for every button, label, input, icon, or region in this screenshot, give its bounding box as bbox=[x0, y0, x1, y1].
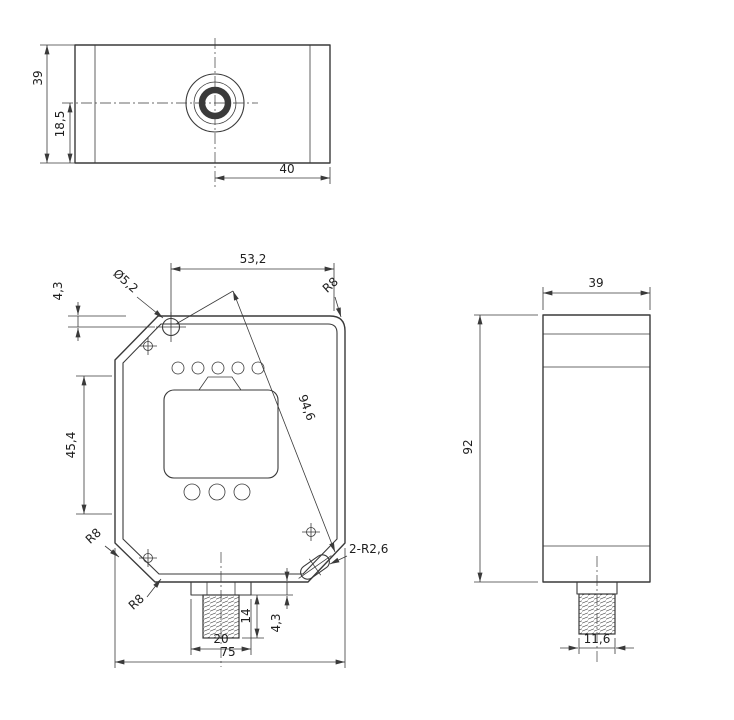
side-body-outline bbox=[542, 314, 651, 583]
side-view bbox=[542, 314, 651, 662]
front-button bbox=[233, 483, 251, 501]
dim-label-top-center: 18,5 bbox=[53, 111, 67, 138]
dim-side-connector-width: 11,6 bbox=[560, 632, 634, 654]
screw-hole bbox=[302, 523, 320, 541]
dim-label-side-width: 39 bbox=[588, 276, 603, 290]
dim-label-front-nut-width: 20 bbox=[213, 632, 228, 646]
dim-label-top-height: 39 bbox=[31, 70, 45, 85]
window-tab bbox=[198, 376, 242, 391]
indicator-led bbox=[211, 361, 225, 375]
dim-label-front-hole-offset: 4,3 bbox=[51, 281, 65, 300]
dim-front-hole-diameter: Ø5,2 bbox=[110, 266, 164, 319]
dim-front-diagonal: 94,6 bbox=[175, 290, 336, 553]
dim-label-front-thread-length: 14 bbox=[239, 608, 253, 623]
lens-window bbox=[163, 389, 279, 479]
dim-top-center-to-bottom: 18,5 bbox=[53, 103, 73, 163]
top-view-dimensions: 39 18,5 40 bbox=[31, 44, 331, 184]
dim-front-nut-width: 20 bbox=[190, 599, 252, 655]
indicator-led bbox=[171, 361, 185, 375]
indicator-led bbox=[251, 361, 265, 375]
dim-top-height: 39 bbox=[31, 44, 75, 164]
dim-front-thread-length: 14 bbox=[239, 595, 264, 639]
dim-label-side-height: 92 bbox=[461, 439, 475, 454]
dim-label-top-width: 40 bbox=[279, 162, 294, 176]
dim-label-front-r8-top-right: R8 bbox=[320, 274, 341, 295]
top-view bbox=[62, 38, 331, 190]
top-body-outline bbox=[74, 44, 331, 164]
dim-label-front-r8-bottom: R8 bbox=[126, 591, 147, 612]
dim-label-front-diagonal: 94,6 bbox=[295, 393, 318, 423]
dim-label-front-top-width: 53,2 bbox=[240, 252, 267, 266]
dim-label-side-connector-width: 11,6 bbox=[584, 632, 611, 646]
screw-hole bbox=[139, 337, 157, 355]
dim-label-front-slot: 2-R2,6 bbox=[349, 542, 388, 556]
indicator-led bbox=[191, 361, 205, 375]
indicator-led bbox=[231, 361, 245, 375]
side-view-dimensions: 39 92 11,6 bbox=[461, 276, 651, 654]
dim-label-front-r8-bottom-left: R8 bbox=[83, 525, 104, 546]
dim-front-radius-bottom: R8 bbox=[126, 578, 162, 613]
dim-front-total-width: 75 bbox=[114, 548, 346, 668]
front-outer-outline bbox=[114, 315, 346, 583]
dim-front-top-width: 53,2 bbox=[170, 252, 335, 318]
dim-top-width: 40 bbox=[215, 162, 331, 184]
front-inner-outline bbox=[122, 323, 338, 575]
dim-front-radius-bottom-left: R8 bbox=[83, 525, 120, 558]
front-button bbox=[183, 483, 201, 501]
dim-label-front-hole-diameter: Ø5,2 bbox=[110, 266, 141, 295]
dim-front-neck-height: 4,3 bbox=[242, 568, 293, 633]
dim-label-front-side-height: 45,4 bbox=[64, 432, 78, 459]
front-view-dimensions: 53,2 4,3 Ø5,2 R8 94,6 45,4 bbox=[51, 252, 388, 668]
dim-label-front-neck-height: 4,3 bbox=[269, 613, 283, 632]
dim-front-slot: 2-R2,6 bbox=[329, 542, 388, 565]
screw-hole bbox=[139, 549, 157, 567]
front-button bbox=[208, 483, 226, 501]
dim-front-hole-offset: 4,3 bbox=[51, 281, 155, 341]
dim-side-height: 92 bbox=[461, 314, 538, 583]
mounting-slot bbox=[298, 554, 332, 580]
dim-front-radius-top-right: R8 bbox=[320, 274, 342, 318]
dim-front-side-height: 45,4 bbox=[64, 375, 112, 515]
dim-side-width: 39 bbox=[542, 276, 651, 310]
dim-label-front-total-width: 75 bbox=[220, 645, 235, 659]
